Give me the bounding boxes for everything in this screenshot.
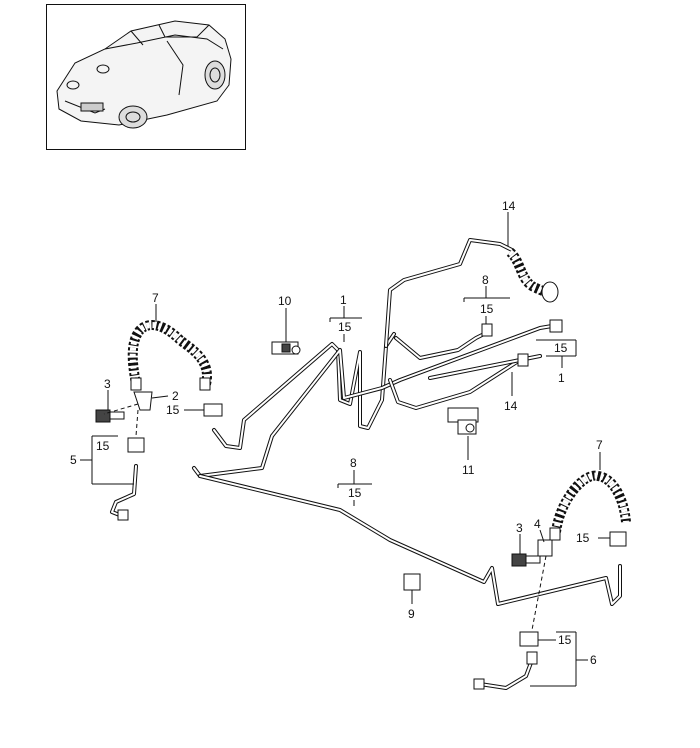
leader-lines (80, 212, 610, 687)
label-8-top: 8 (482, 273, 489, 287)
guide-line-left-2 (135, 409, 139, 437)
label-10: 10 (278, 294, 292, 308)
hose-14-right (428, 353, 529, 380)
car-illustration (56, 20, 232, 129)
clip-15-left (203, 403, 223, 417)
part-2-bracket (133, 391, 153, 411)
bolt-3-right (511, 553, 541, 567)
label-15-clip-left: 15 (166, 403, 180, 417)
label-7-left: 7 (152, 291, 159, 305)
pipe-6 (473, 651, 538, 690)
label-3-left: 3 (104, 377, 111, 391)
label-14-right: 14 (504, 399, 518, 413)
fitting-1-right (549, 319, 563, 333)
brake-hose-left (127, 320, 212, 391)
label-2: 2 (172, 389, 179, 403)
label-15-mid: 15 (348, 486, 362, 500)
guide-line-right (531, 555, 547, 631)
label-6: 6 (590, 653, 597, 667)
bolt-3-left (95, 409, 125, 423)
label-15-right-box: 15 (554, 341, 568, 355)
label-11: 11 (462, 463, 475, 477)
fitting-8-top (481, 323, 493, 337)
clip-15-right-low (519, 631, 539, 647)
label-15-bracket-left: 15 (96, 439, 110, 453)
clip-15-right (609, 531, 627, 547)
label-8-mid: 8 (350, 456, 357, 470)
label-3-right: 3 (516, 521, 523, 535)
label-9: 9 (408, 607, 415, 621)
label-15-top: 15 (480, 302, 494, 316)
label-15-under-1: 15 (338, 320, 352, 334)
vehicle-thumbnail-frame (46, 4, 246, 150)
pipe-5 (110, 464, 138, 521)
label-5: 5 (70, 453, 77, 467)
label-1-top: 1 (340, 293, 347, 307)
label-7-right: 7 (596, 438, 603, 452)
part-4-bracket (537, 539, 553, 557)
label-14-top: 14 (502, 199, 516, 213)
part-11-bracket (447, 407, 479, 435)
label-15-bracket-right: 15 (558, 633, 572, 647)
part-9-clip (403, 573, 421, 591)
brake-hose-right (549, 470, 631, 541)
hose-14-top (506, 248, 559, 303)
label-1-right: 1 (558, 371, 565, 385)
label-4: 4 (534, 517, 541, 531)
part-10-clip (271, 341, 301, 355)
guide-line-left (103, 403, 139, 415)
clip-15-left-low (127, 437, 145, 453)
label-15-clip-right: 15 (576, 531, 590, 545)
